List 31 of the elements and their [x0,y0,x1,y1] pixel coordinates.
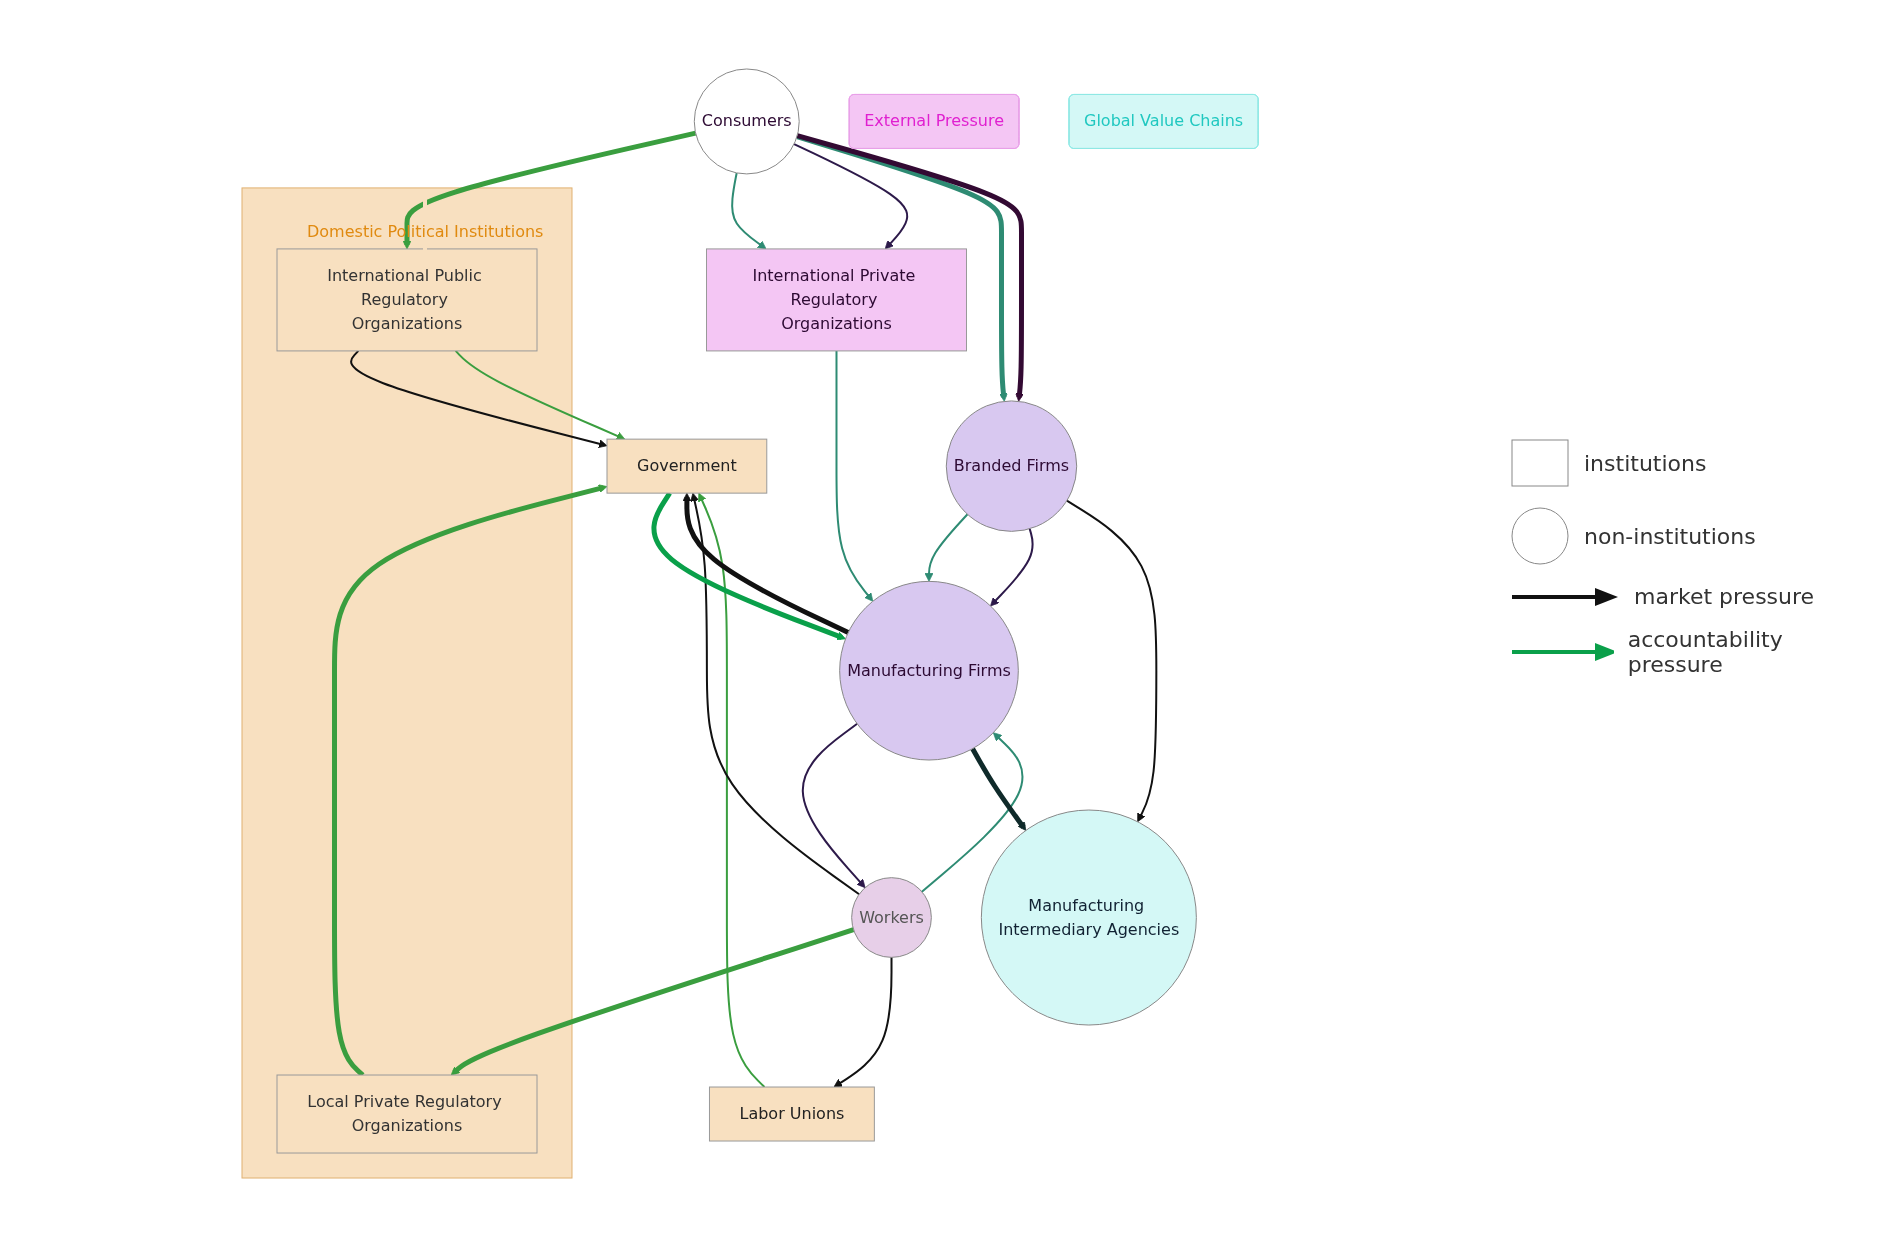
legend-text: accountability pressure [1627,627,1784,677]
node-box: Local Private Regulatory Organizations [276,1075,538,1154]
node-circle: Consumers [693,69,800,175]
legend-text: non-institutions [1584,523,1756,549]
arrow [833,956,893,1088]
node-circle: Manufacturing Firms [839,581,1019,761]
arrow [690,493,861,896]
arrow [402,131,697,250]
node-box: Labor Unions [708,1087,875,1142]
arrow [920,732,1024,894]
arrow [730,172,767,250]
arrow [793,143,909,250]
node-circle: Branded Firms [945,400,1078,533]
arrow [970,747,1027,832]
arrow [454,350,626,441]
legend-text: institutions [1584,450,1707,476]
arrow [697,493,766,1089]
arrow [990,528,1034,607]
arrow [682,493,850,636]
node-circle: Workers [851,877,932,959]
arrow [651,492,846,641]
arrow [801,723,866,889]
legend-text: market pressure [1634,584,1815,609]
arrow [349,350,608,449]
node-box: International Private Regulatory Organizations [705,248,967,352]
node-box: International Public Regulatory Organizations [276,248,538,352]
arrow [450,927,855,1076]
arrow [1065,500,1158,823]
node-circle: Manufacturing Intermediary Agencies [980,810,1197,1026]
arrow [835,350,874,603]
node-box: Government [606,439,768,495]
